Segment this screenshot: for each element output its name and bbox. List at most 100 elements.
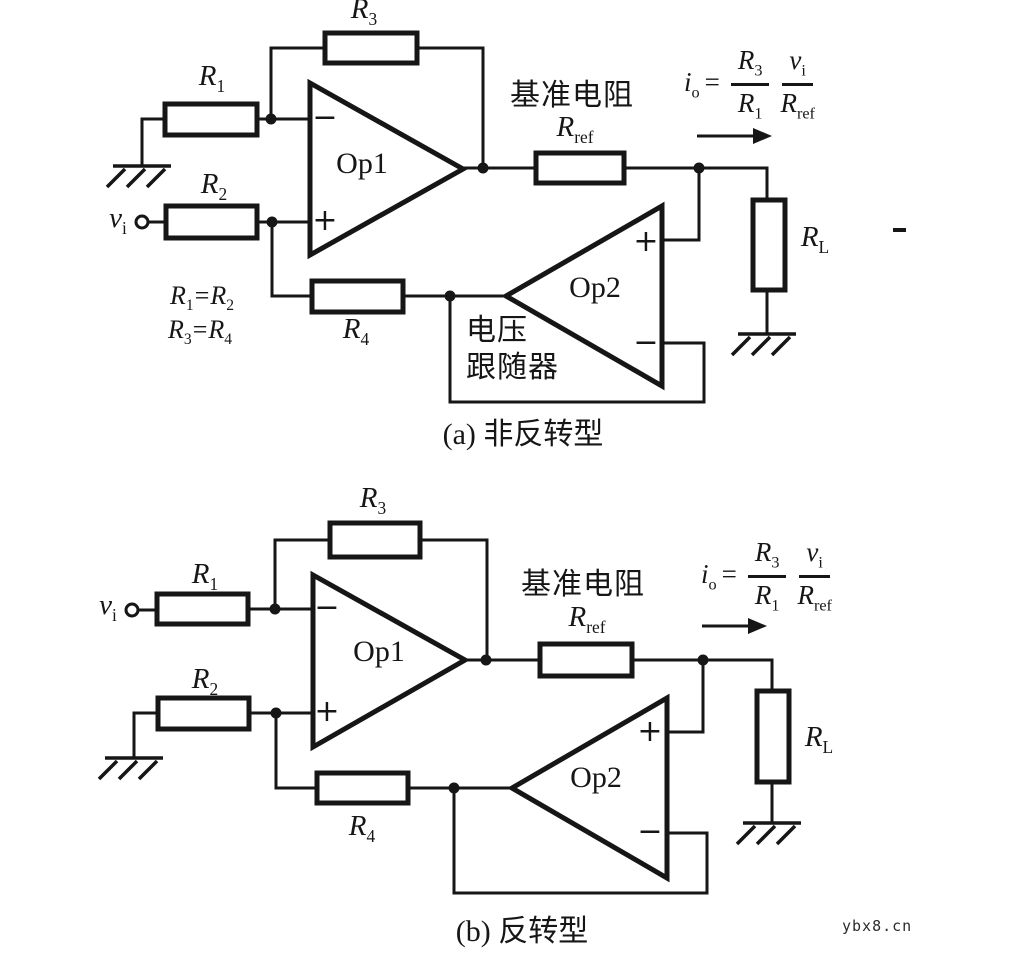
wire-a-op2-feedback — [448, 296, 706, 404]
formula-b-d2: R — [797, 580, 814, 611]
formula-b-d2-sub: ref — [813, 596, 832, 615]
wire-b-r3-to-output-node — [420, 538, 489, 660]
op2-b-minus-sign: − — [637, 814, 663, 849]
note-voltage-follower-line2: 跟随器 — [466, 351, 559, 384]
eq1-lhs: R — [170, 281, 186, 310]
note-equality-2: R3=R4 — [168, 316, 232, 348]
op1-a-minus-sign: − — [312, 100, 338, 135]
resistor-label-r4-b: R4 — [349, 811, 375, 845]
formula-b-ref-denominator: Rref — [797, 578, 831, 615]
rl-a-base: R — [800, 221, 819, 253]
note-voltage-follower-line1: 电压 — [466, 314, 528, 347]
op1-b-plus-sign: + — [314, 694, 340, 729]
current-arrow-a — [697, 128, 772, 144]
op1-a-label: Op1 — [336, 147, 388, 180]
rl-a-sub: L — [818, 236, 830, 257]
formula-b-i-sub: o — [708, 574, 717, 593]
rref-b-sub: ref — [586, 616, 606, 637]
r3-b-sub: 3 — [377, 497, 387, 518]
formula-a: io= R3 R1 vi Rref — [684, 45, 815, 123]
r4-a-base: R — [342, 313, 361, 345]
vi-a-sub: i — [122, 217, 127, 238]
formula-b-n1: R — [754, 537, 772, 567]
r1-a-base: R — [198, 60, 217, 92]
eq2-rhs: R — [208, 315, 225, 344]
wire-a-rref-to-rl — [624, 166, 769, 200]
formula-a-d1-sub: 1 — [754, 104, 763, 123]
formula-b: io= R3 R1 vi Rref — [701, 537, 832, 615]
resistor-rl-a — [750, 197, 788, 293]
eq2-rhs-sub: 4 — [224, 331, 233, 349]
current-arrow-a-head — [753, 128, 772, 144]
formula-a-gain-numerator: R3 — [730, 45, 770, 87]
current-arrow-b-head — [748, 618, 767, 634]
r1-b-base: R — [191, 558, 210, 590]
r2-b-sub: 2 — [209, 678, 219, 699]
op1-b-minus-sign: − — [314, 590, 340, 625]
wire-a-minus-node-to-r3 — [269, 46, 325, 119]
wire-b-r2-to-ground — [132, 711, 158, 758]
input-terminal-b — [124, 602, 140, 618]
resistor-label-r2-b: R2 — [192, 664, 218, 698]
node-b-minus — [269, 603, 281, 615]
resistor-label-r4-a: R4 — [343, 314, 369, 348]
ground-symbol-a-left — [105, 164, 173, 189]
vi-b-sub: i — [112, 604, 117, 625]
wire-a-r3-to-output-node — [417, 46, 485, 168]
ground-symbol-b-right — [735, 821, 803, 846]
node-b-op2-output — [448, 782, 460, 794]
caption-figure-b: (b) 反转型 — [455, 915, 589, 948]
eq2-lhs: R — [168, 315, 184, 344]
formula-a-d2-sub: ref — [796, 104, 815, 123]
resistor-label-r2-a: R2 — [201, 169, 227, 203]
rref-a-base: R — [556, 111, 575, 143]
ground-symbol-b-left — [97, 756, 165, 781]
formula-a-n2-sub: i — [801, 61, 806, 80]
eq1-lhs-sub: 1 — [185, 297, 194, 315]
op2-a-minus-sign: − — [633, 325, 659, 360]
r1-b-sub: 1 — [209, 573, 219, 594]
wire-b-rref-to-rl — [632, 658, 774, 691]
formula-a-ref-numerator: vi — [782, 45, 813, 87]
r3-a-base: R — [350, 0, 369, 25]
node-a-load — [693, 162, 705, 174]
formula-b-n1-sub: 3 — [771, 553, 780, 572]
op2-b-plus-sign: + — [637, 714, 663, 749]
resistor-rref-b — [537, 641, 635, 679]
resistor-label-rl-b: RL — [805, 722, 833, 756]
formula-a-d1: R — [737, 88, 755, 119]
formula-a-n2: v — [789, 45, 802, 75]
resistor-r2-b — [155, 695, 252, 732]
wire-b-op2-feedback — [452, 788, 709, 895]
op1-b-triangle — [310, 570, 471, 752]
formula-b-d1-sub: 1 — [771, 596, 780, 615]
resistor-r4-a — [309, 278, 406, 315]
r2-b-base: R — [191, 663, 210, 695]
formula-a-gain-fraction: R3 R1 — [730, 45, 770, 123]
r4-b-base: R — [348, 810, 367, 842]
r1-a-sub: 1 — [216, 75, 226, 96]
resistor-r1-b — [154, 591, 251, 627]
wire-a-node-to-op2-plus — [662, 168, 701, 242]
ground-symbol-a-right — [730, 332, 798, 357]
node-b-op1-output — [480, 654, 492, 666]
note-equality-1: R1=R2 — [170, 282, 234, 314]
resistor-rl-b — [754, 688, 792, 785]
resistor-label-r1-a: R1 — [199, 61, 225, 95]
resistor-label-rref-b: Rref — [568, 602, 605, 636]
note-reference-resistor-b: 基准电阻 — [521, 568, 645, 601]
node-a-op2-output — [444, 290, 456, 302]
formula-b-d1: R — [754, 580, 772, 611]
formula-b-n2-sub: i — [818, 553, 823, 572]
rref-b-base: R — [568, 601, 587, 633]
eq1-equals: = — [194, 281, 210, 310]
r3-a-sub: 3 — [368, 8, 378, 29]
node-a-op1-output — [477, 162, 489, 174]
resistor-label-r1-b: R1 — [192, 559, 218, 593]
formula-a-current: io= — [684, 67, 720, 102]
formula-b-gain-fraction: R3 R1 — [747, 537, 787, 615]
op2-b-triangle — [507, 693, 670, 883]
r2-a-base: R — [200, 168, 219, 200]
